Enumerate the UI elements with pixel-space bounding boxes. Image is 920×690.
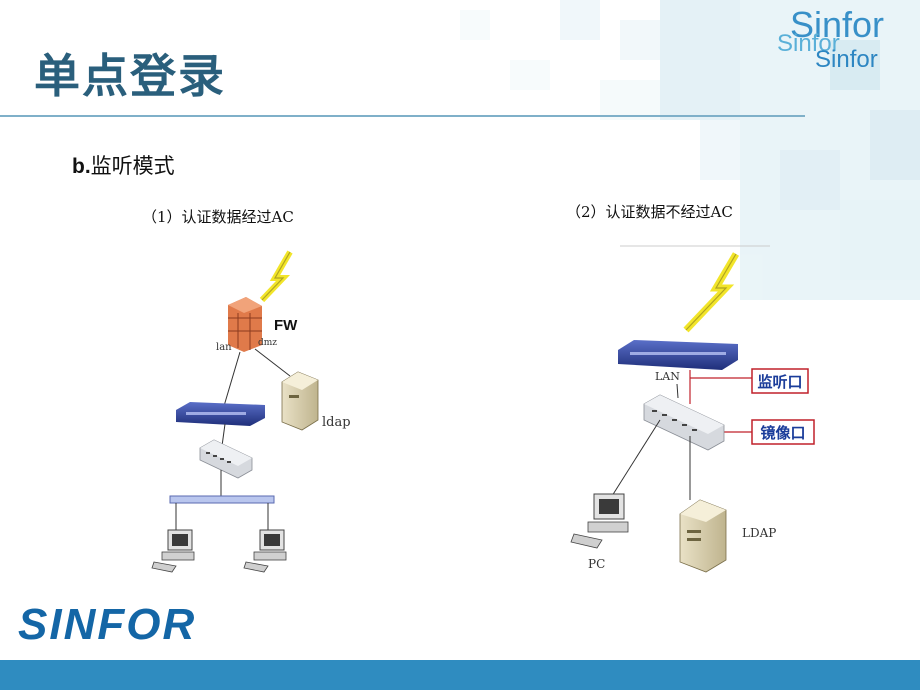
diagram2-lightning-icon	[683, 252, 740, 333]
diagram2-mirror-port-callout: 镜像口	[751, 419, 815, 445]
diagram2-ac-appliance-icon	[618, 340, 738, 370]
company-logo: SINFOR	[18, 600, 197, 649]
diagram2-switch-icon	[643, 394, 725, 451]
diagram1-firewall-icon	[228, 297, 262, 352]
footer-band	[0, 660, 920, 690]
slide-title: 单点登录	[34, 49, 226, 103]
diagram1-switch-icon	[199, 439, 253, 479]
brand-wordmark-low: Sinfor	[815, 46, 878, 73]
diagram1-pc-icon-right	[243, 529, 287, 573]
diagram1-lightning-icon	[259, 250, 293, 303]
subtitle-text: 监听模式	[90, 154, 175, 178]
diagram1-ldap-label: ldap	[322, 415, 351, 430]
diagram2-ldap-server-icon	[679, 499, 727, 573]
title-divider	[0, 115, 805, 117]
diagram2-mirror-port-label: 镜像口	[760, 424, 805, 442]
diagram2-pc-label: PC	[588, 557, 605, 571]
diagram1-lan-label: lan	[216, 342, 232, 353]
diagram1-pc-icon-left	[151, 529, 195, 573]
diagram2-pc-icon	[570, 493, 629, 549]
diagram2-lan-label: LAN	[655, 370, 680, 383]
diagram1-lan-bus	[169, 495, 275, 504]
brand-wordmark-top: Sinfor	[790, 4, 885, 45]
section-subtitle: b.监听模式	[72, 150, 175, 180]
diagram1-ac-appliance-icon	[176, 402, 265, 426]
diagram1-dmz-label: dmz	[258, 338, 277, 348]
diagram2-listen-port-callout: 监听口	[751, 368, 809, 394]
diagram2-caption: （2）认证数据不经过AC	[566, 203, 733, 221]
diagram1-caption: （1）认证数据经过AC	[142, 208, 294, 226]
diagram2-ldap-label: LDAP	[742, 526, 776, 540]
diagram1-fw-label: FW	[274, 317, 298, 334]
brand-wordmark-mid: Sinfor	[777, 30, 840, 57]
subtitle-prefix: b.	[72, 155, 91, 178]
diagram2-listen-port-label: 监听口	[757, 373, 802, 391]
corner-decoration	[460, 0, 920, 300]
diagram1-ldap-server-icon	[281, 371, 319, 431]
